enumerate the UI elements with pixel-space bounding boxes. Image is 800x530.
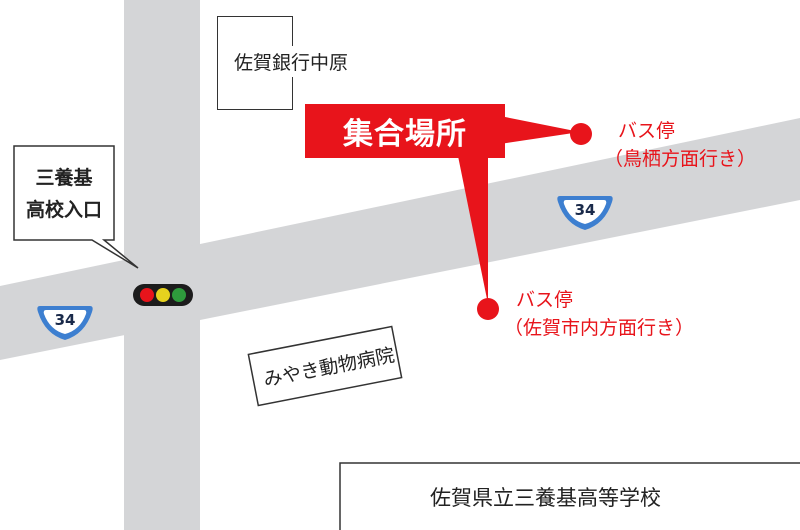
intersection-label-line1: 三養基: [35, 167, 93, 189]
bank-label: 佐賀銀行中原: [232, 46, 351, 77]
bus-stop-lower-name[interactable]: バス停: [516, 289, 574, 311]
intersection-callout-bubble: [13, 145, 139, 269]
meeting-pointer-lower: [458, 156, 488, 304]
school-label: 佐賀県立三養基高等学校: [430, 486, 661, 510]
bus-stop-lower-direction: （佐賀市内方面行き）: [504, 317, 695, 339]
bus-stop-upper-marker[interactable]: [570, 123, 592, 145]
route-number-left: 34: [54, 311, 76, 329]
school-building: [339, 462, 800, 530]
meeting-point-label: 集合場所: [305, 104, 505, 158]
bus-stop-upper-name[interactable]: バス停: [618, 120, 676, 142]
diagonal-road-route-34: [0, 118, 800, 360]
route-number-right: 34: [574, 201, 596, 219]
route-sign-right: [557, 196, 613, 230]
route-sign-left: [37, 306, 93, 340]
animal-hospital-box: [247, 325, 403, 407]
traffic-signal-icon: [133, 284, 193, 306]
bus-stop-lower-marker[interactable]: [477, 298, 499, 320]
meeting-pointer-upper: [500, 116, 580, 144]
intersection-label-line2: 高校入口: [25, 199, 102, 221]
bus-stop-upper-direction: （鳥栖方面行き）: [604, 148, 757, 170]
